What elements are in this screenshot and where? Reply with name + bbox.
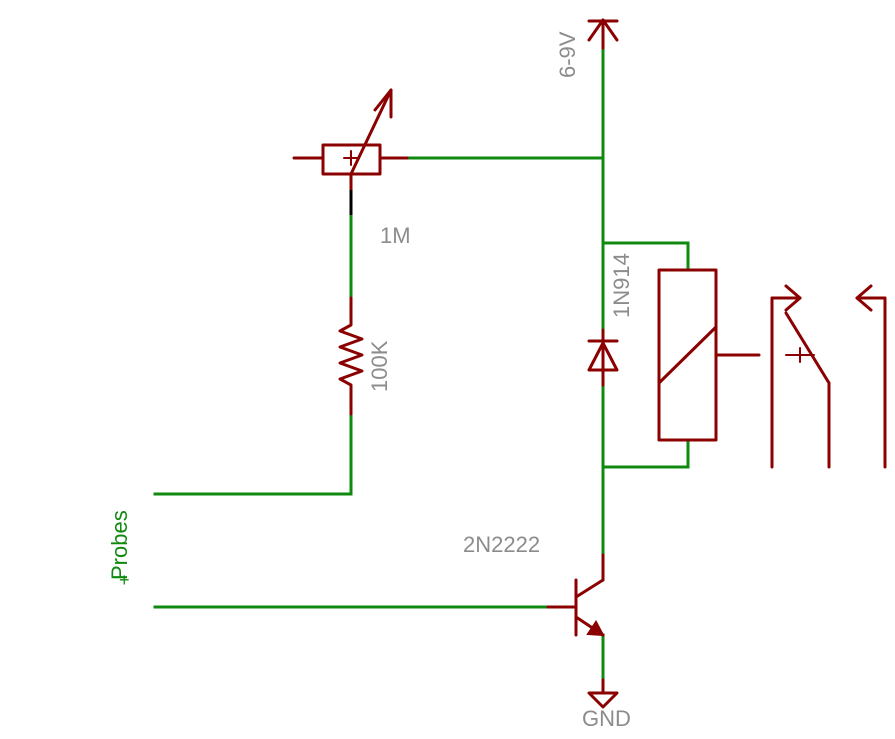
resistor-value-label: 100K — [367, 340, 392, 392]
probes-label: Probes — [107, 510, 132, 580]
resistor — [338, 296, 364, 416]
supply-arrow-symbol — [587, 18, 619, 50]
probe-plus-label: + — [119, 570, 130, 590]
ground-symbol — [587, 678, 619, 709]
diode — [587, 328, 619, 387]
potentiometer — [292, 88, 409, 215]
transistor — [546, 553, 605, 637]
ground-label: GND — [582, 706, 631, 731]
supply-voltage-label: 6-9V — [555, 31, 580, 78]
transistor-part-label: 2N2222 — [463, 532, 540, 557]
wires — [153, 46, 690, 682]
relay-coil — [657, 268, 761, 442]
potentiometer-value-label: 1M — [380, 223, 411, 248]
diode-part-label: 1N914 — [609, 253, 634, 318]
relay-switch — [770, 284, 887, 469]
